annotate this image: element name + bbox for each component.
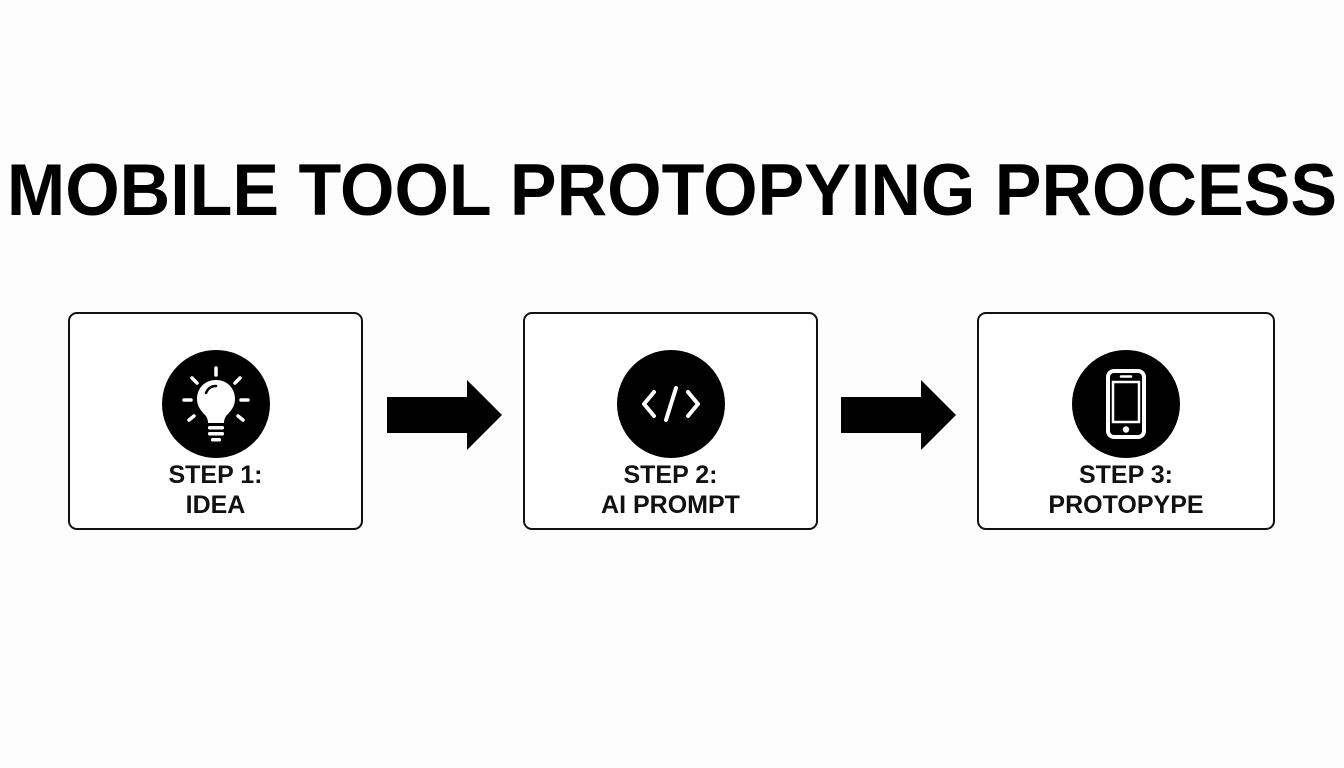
step-3-box: STEP 3: PROTOPYPE [977,312,1275,530]
lightbulb-icon [161,350,270,458]
step-1-number: STEP 1: [168,461,263,489]
step-3-name: PROTOPYPE [1048,491,1204,519]
smartphone-icon [1072,350,1180,458]
code-icon [616,350,725,458]
right-arrow-icon [841,380,956,450]
step-1-box: STEP 1: IDEA [68,312,363,530]
step-3-number: STEP 3: [1078,461,1174,489]
step-2-name: AI PROMPT [601,491,740,519]
diagram-title: MOBILE TOOL PROTOPYING PROCESS [6,149,1338,231]
right-arrow-icon [387,380,502,450]
step-2-box: STEP 2: AI PROMPT [523,312,818,530]
step-1-name: IDEA [185,491,246,519]
step-2-number: STEP 2: [623,461,718,489]
